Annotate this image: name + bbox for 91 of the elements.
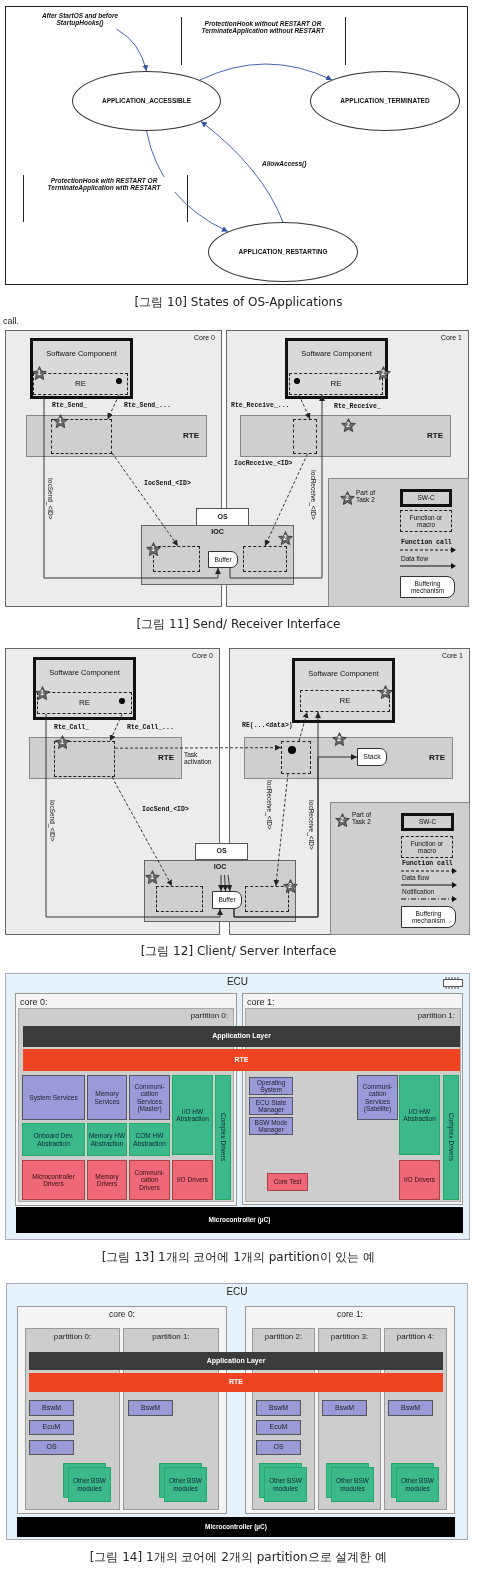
microcontroller-bar	[16, 1207, 463, 1233]
component-box	[33, 657, 136, 720]
rte-box	[244, 737, 453, 779]
module-box	[322, 1400, 367, 1416]
module-box	[87, 1160, 127, 1200]
rte-box	[29, 737, 182, 779]
rte-box	[240, 415, 451, 457]
panel-title: partition 4:	[396, 1332, 435, 1342]
box-title: RE	[330, 379, 342, 389]
module-box	[215, 1075, 231, 1200]
module-box	[87, 1075, 127, 1120]
module-box	[256, 1420, 301, 1435]
module-box	[129, 1123, 170, 1156]
module-box	[129, 1160, 170, 1200]
module-box	[256, 1440, 301, 1455]
figure-caption: [그림 13] 1개의 코어에 1개의 partition이 있는 예	[101, 1251, 376, 1265]
panel-title: partition 0:	[53, 1332, 92, 1342]
module-box	[399, 1160, 440, 1200]
module-box	[443, 1075, 459, 1200]
panel-title: partition 2:	[264, 1332, 303, 1342]
module-stack	[259, 1463, 307, 1502]
panel-title: partition 1:	[417, 1011, 455, 1021]
panel-title: core 0:	[20, 997, 48, 1008]
module-box	[267, 1173, 308, 1191]
panel-title: core 1:	[247, 997, 275, 1008]
module-box	[249, 1077, 293, 1095]
module-box	[249, 1097, 293, 1115]
box-title: RTE	[183, 431, 199, 441]
component-box	[30, 338, 133, 399]
ecu-panel	[6, 1283, 468, 1540]
runnable-box	[300, 690, 390, 712]
module-box	[87, 1123, 127, 1156]
module-box	[129, 1075, 170, 1120]
function-box	[156, 886, 203, 912]
microcontroller-bar	[17, 1517, 455, 1537]
ioc-box	[144, 860, 296, 922]
panel-title: ECU	[226, 1286, 248, 1298]
box-title: RE	[339, 696, 351, 706]
runnable-box	[37, 692, 132, 714]
component-box	[292, 658, 395, 723]
ioc-box	[141, 525, 294, 585]
box-title: RTE	[429, 753, 445, 763]
runnable-box	[33, 373, 128, 395]
module-box	[399, 1075, 440, 1155]
runnable-box	[289, 373, 383, 395]
module-box	[357, 1075, 398, 1120]
module-box	[22, 1160, 85, 1200]
module-box	[249, 1117, 293, 1135]
stack-shape	[357, 748, 387, 766]
module-box	[29, 1440, 74, 1455]
module-stack	[326, 1463, 374, 1502]
os-tab	[196, 508, 249, 526]
layer-bar	[29, 1373, 443, 1392]
figure-caption: [그림 12] Client/ Server Interface	[140, 945, 337, 959]
module-box	[29, 1420, 74, 1435]
ecu-panel	[5, 973, 470, 1240]
buffer-shape	[212, 891, 242, 909]
box-title: RE	[74, 379, 87, 389]
box-title: RTE	[427, 431, 443, 441]
component-box	[285, 338, 388, 399]
box-title: RTE	[158, 753, 174, 763]
module-stack	[391, 1463, 439, 1502]
module-box	[128, 1400, 173, 1416]
panel-title: core 0:	[109, 1310, 135, 1320]
module-box	[22, 1075, 85, 1120]
layer-bar	[29, 1352, 443, 1370]
module-box	[256, 1400, 301, 1416]
module-box	[29, 1400, 74, 1416]
figure-caption: [그림 10] States of OS-Applications	[134, 296, 343, 310]
module-stack	[159, 1463, 207, 1502]
module-box	[172, 1075, 213, 1155]
function-box	[293, 419, 317, 454]
module-box	[388, 1400, 433, 1416]
figure-caption: [그림 11] Send/ Receiver Interface	[136, 618, 341, 632]
layer-bar	[23, 1049, 460, 1071]
rte-box	[26, 415, 207, 457]
panel-title: partition 0:	[190, 1011, 228, 1021]
figure-caption: [그림 14] 1개의 코어에 2개의 partition으로 설계한 예	[89, 1551, 388, 1565]
function-box	[243, 546, 287, 572]
panel-title: partition 3:	[330, 1332, 369, 1342]
layer-bar	[23, 1026, 460, 1047]
body-text: call.	[3, 316, 19, 327]
buffer-shape	[208, 551, 238, 568]
module-stack	[63, 1463, 111, 1502]
module-box	[172, 1160, 213, 1200]
box-title: RE	[78, 698, 91, 708]
panel-title: ECU	[226, 976, 249, 988]
os-tab	[195, 843, 248, 860]
module-box	[22, 1123, 85, 1156]
panel-title: core 1:	[337, 1310, 363, 1320]
panel-title: partition 1:	[152, 1332, 190, 1342]
